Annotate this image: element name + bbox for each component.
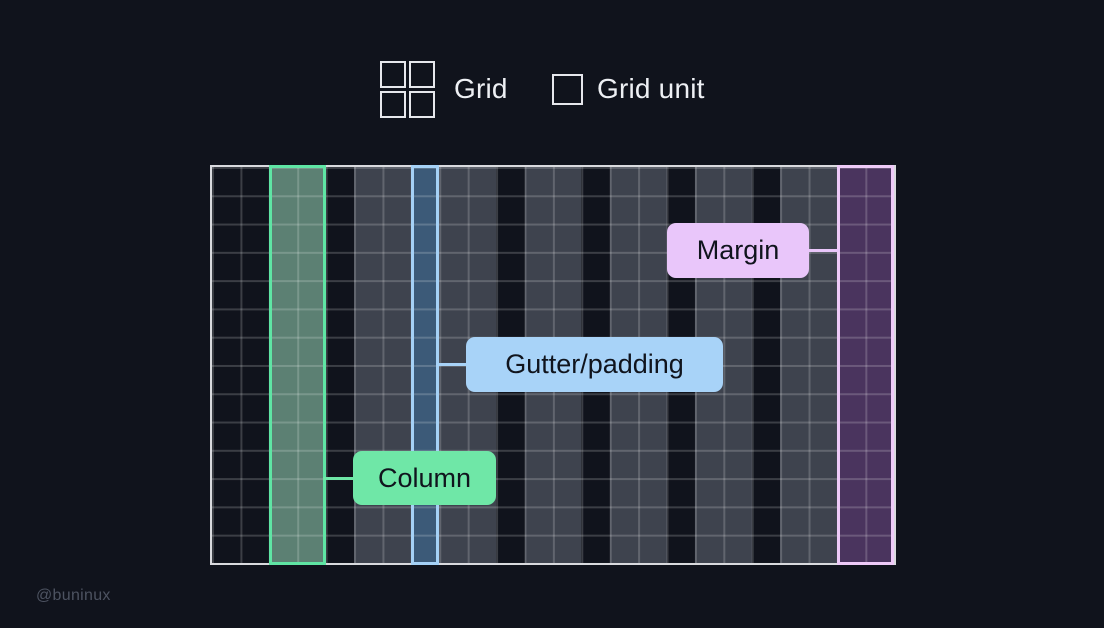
stripe-right-margin (837, 167, 894, 563)
grid-icon (380, 60, 435, 118)
margin-connector-line (806, 249, 840, 252)
margin-label-text: Margin (696, 235, 780, 265)
column-label-text: Column (377, 462, 472, 493)
stripe-highlight-right-margin (837, 165, 894, 565)
gutter-label: Gutter/padding (466, 337, 723, 392)
grid-icon-cell (380, 90, 406, 118)
legend-grid-unit-label: Grid unit (597, 73, 705, 104)
column-connector-line (323, 477, 355, 480)
legend-item-grid-unit: Grid unit (552, 60, 705, 118)
column-label: Column (353, 451, 496, 505)
margin-label: Margin (667, 223, 809, 278)
watermark: @buninux (36, 587, 111, 604)
gutter-connector-line (436, 363, 468, 366)
stripe-highlight-column-1 (268, 165, 326, 565)
stripe-column-1 (268, 167, 326, 563)
grid-unit-icon (552, 73, 583, 105)
gutter-label-text: Gutter/padding (505, 349, 684, 379)
grid-icon-cell (409, 90, 435, 118)
grid-icon-cell (409, 60, 435, 88)
legend-grid-label: Grid (454, 73, 508, 104)
grid-icon-cell (380, 60, 406, 88)
legend-item-grid: Grid (380, 60, 508, 118)
